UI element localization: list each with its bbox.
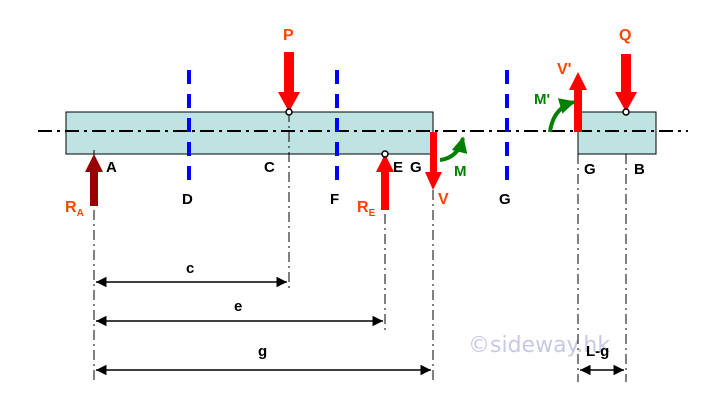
reaction-arrow-re (376, 154, 394, 210)
moment-label-m-prime: M' (534, 91, 550, 108)
point-label-b: B (634, 161, 645, 178)
force-label-re: RE (357, 199, 376, 219)
shear-arrow-v-prime (569, 72, 587, 132)
moment-arrow-m-prime (548, 98, 576, 133)
force-label-v: V (438, 191, 449, 208)
dimension-label-c: c (186, 260, 194, 277)
force-label-v-prime: V' (557, 61, 571, 78)
load-arrow-q (615, 54, 637, 112)
dimension-label-e: e (234, 298, 242, 315)
support-point-e (381, 150, 389, 158)
force-label-q: Q (619, 27, 631, 44)
left-beam-segment (65, 111, 434, 155)
moment-arrow-m (439, 136, 468, 162)
watermark: ©sideway.hk (468, 333, 610, 358)
load-point-c (285, 108, 293, 116)
load-arrow-p (278, 52, 300, 112)
dimension-label-l-minus-g: L-g (586, 343, 609, 360)
shear-arrow-v (425, 132, 442, 190)
point-label-e: E (393, 159, 403, 176)
force-label-p: P (283, 27, 294, 44)
right-beam-segment (577, 111, 657, 155)
reaction-arrow-ra (85, 154, 103, 206)
point-label-c: C (264, 159, 275, 176)
point-label-g-cut: G (410, 159, 422, 176)
point-label-d: D (182, 191, 193, 208)
point-label-f: F (330, 191, 339, 208)
point-label-g-section: G (499, 191, 511, 208)
force-label-ra: RA (65, 199, 84, 219)
moment-label-m: M (454, 163, 467, 180)
point-label-g-right: G (584, 161, 596, 178)
point-label-a: A (106, 159, 117, 176)
dimension-label-g: g (258, 343, 267, 360)
load-point-b (622, 108, 630, 116)
